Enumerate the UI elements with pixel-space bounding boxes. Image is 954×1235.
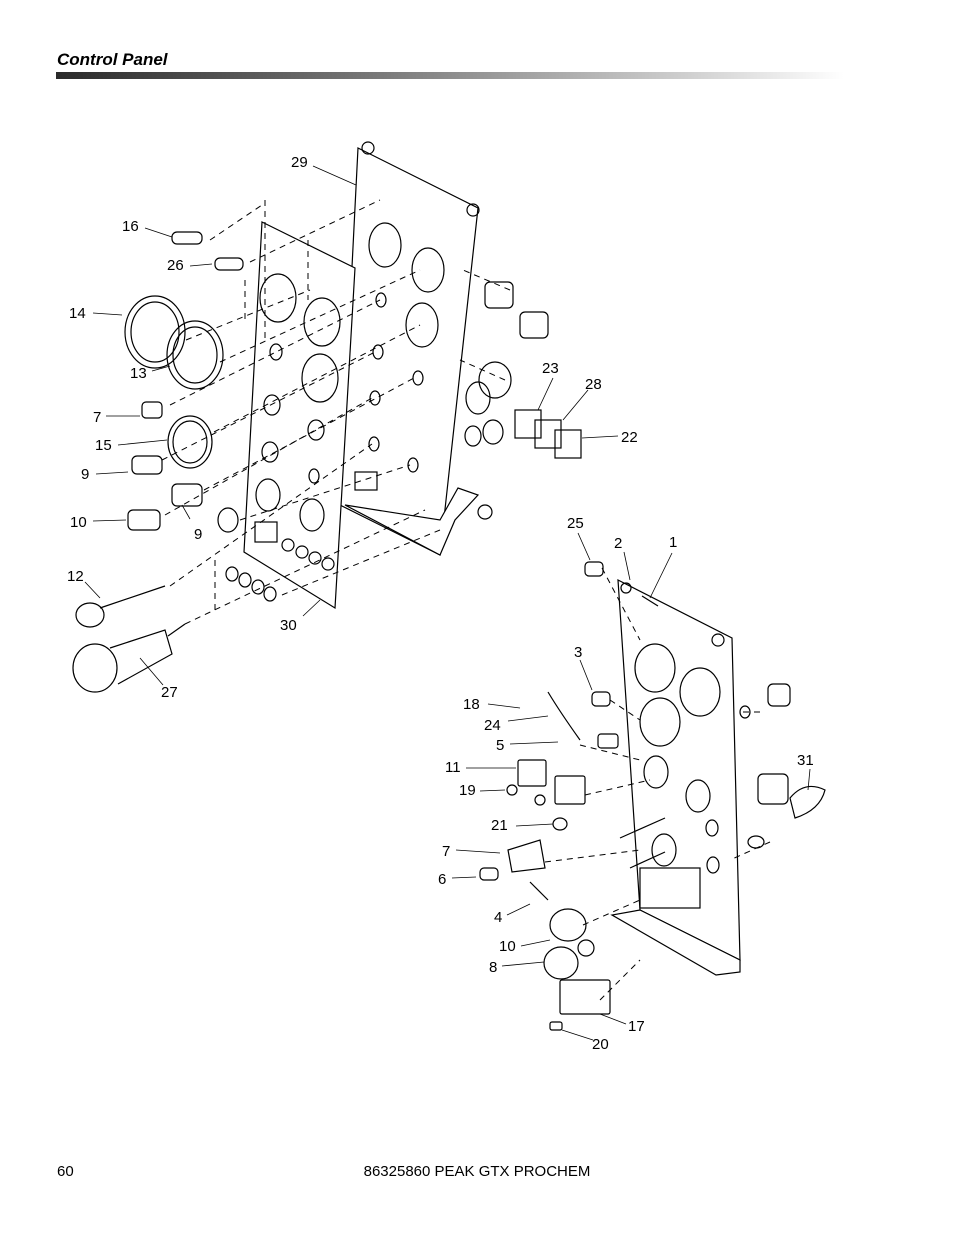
callout-7b: 7 — [442, 843, 450, 860]
lower-components — [479, 561, 826, 1031]
callout-28: 28 — [585, 376, 602, 393]
callout-labels: 29 16 26 14 13 7 15 9 10 9 12 30 27 23 2… — [67, 154, 814, 1053]
leader-lines — [84, 165, 811, 1041]
header-rule — [56, 72, 844, 79]
page-title: Control Panel — [57, 50, 168, 69]
callout-1: 1 — [669, 534, 677, 551]
callout-27: 27 — [161, 684, 178, 701]
callout-9a: 9 — [81, 466, 89, 483]
callout-30: 30 — [280, 617, 297, 634]
callout-14: 14 — [69, 305, 86, 322]
callout-31: 31 — [797, 752, 814, 769]
callout-2: 2 — [614, 535, 622, 552]
callout-3: 3 — [574, 644, 582, 661]
callout-15: 15 — [95, 437, 112, 454]
callout-10b: 10 — [499, 938, 516, 955]
document-id: 86325860 PEAK GTX PROCHEM — [363, 1163, 591, 1180]
callout-29: 29 — [291, 154, 308, 171]
callout-5: 5 — [496, 737, 504, 754]
front-overlay-panel — [243, 221, 356, 610]
callout-25: 25 — [567, 515, 584, 532]
callout-6: 6 — [438, 871, 446, 888]
callout-21: 21 — [491, 817, 508, 834]
page-number: 60 — [57, 1163, 74, 1180]
callout-12: 12 — [67, 568, 84, 585]
callout-16: 16 — [122, 218, 139, 235]
back-panel-upper — [339, 141, 493, 556]
callout-20: 20 — [592, 1036, 609, 1053]
callout-23: 23 — [542, 360, 559, 377]
callout-11: 11 — [445, 759, 461, 776]
left-components — [72, 231, 582, 693]
callout-17: 17 — [628, 1018, 645, 1035]
callout-9b: 9 — [194, 526, 202, 543]
assembly-lines — [161, 199, 771, 1001]
callout-22: 22 — [621, 429, 638, 446]
callout-4: 4 — [494, 909, 502, 926]
callout-13: 13 — [130, 365, 147, 382]
callout-19: 19 — [459, 782, 476, 799]
callout-8: 8 — [489, 959, 497, 976]
callout-7a: 7 — [93, 409, 101, 426]
callout-26: 26 — [167, 257, 184, 274]
back-panel-lower — [610, 578, 741, 976]
callout-24: 24 — [484, 717, 501, 734]
callout-10a: 10 — [70, 514, 87, 531]
callout-18: 18 — [463, 696, 480, 713]
